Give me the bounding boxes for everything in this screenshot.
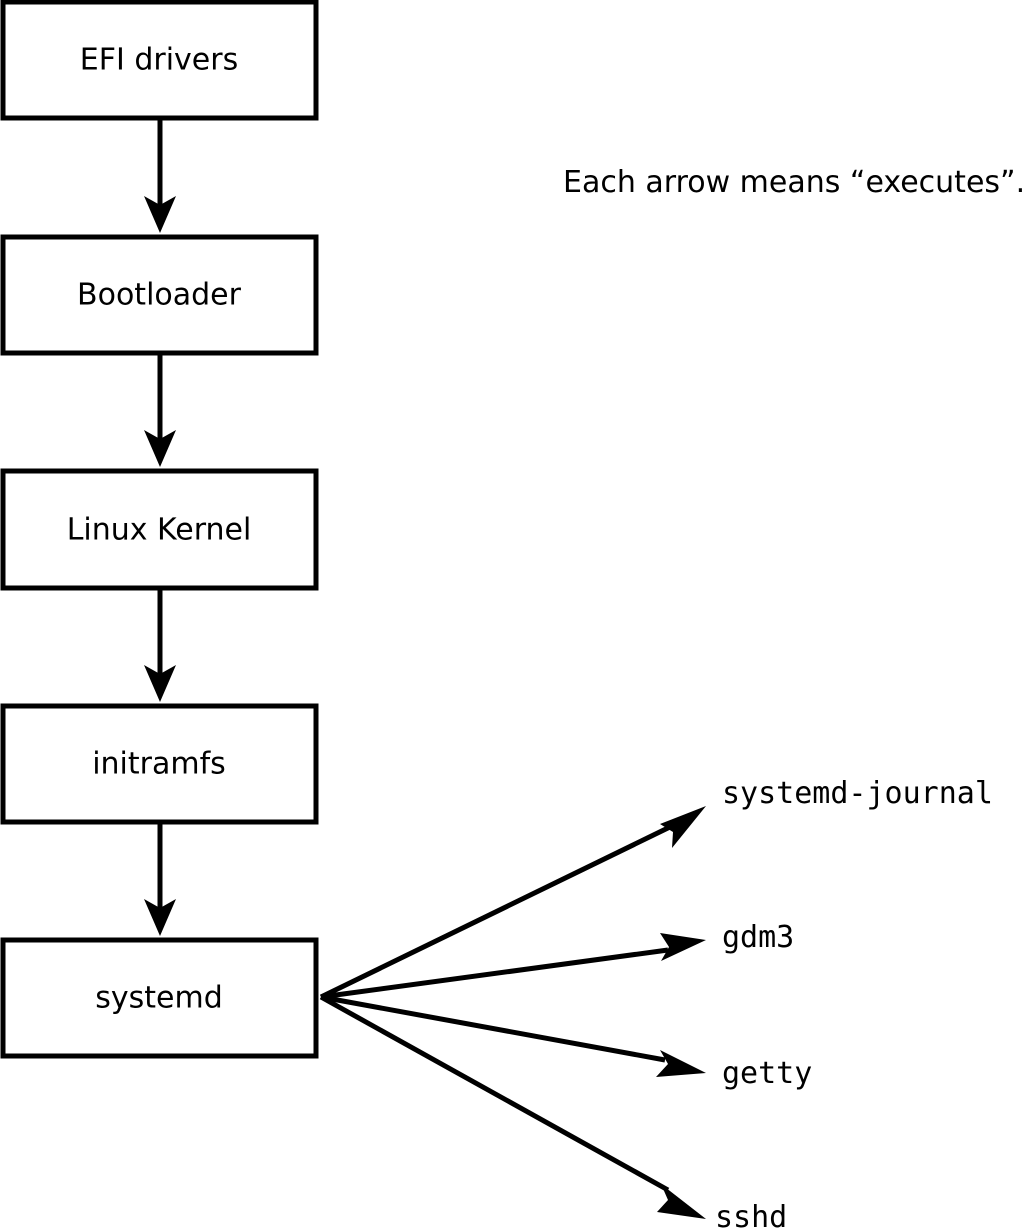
node-initramfs-label: initramfs — [92, 747, 226, 782]
node-efi-drivers[interactable]: EFI drivers — [0, 0, 319, 121]
legend-caption: Each arrow means “executes”. — [563, 165, 1023, 200]
node-bootloader[interactable]: Bootloader — [0, 234, 319, 356]
arrow-systemd-to-gdm3 — [320, 933, 706, 1000]
node-linux-kernel-label: Linux Kernel — [67, 513, 252, 548]
arrowhead-icon — [660, 933, 706, 961]
node-systemd-box — [0, 937, 319, 1059]
service-label-sshd[interactable]: sshd — [715, 1200, 787, 1230]
service-label-gdm3[interactable]: gdm3 — [722, 920, 794, 955]
service-label-getty[interactable]: getty — [722, 1056, 812, 1091]
node-efi-drivers-box — [0, 0, 319, 121]
service-label-systemd-journal[interactable]: systemd-journal — [722, 776, 993, 811]
node-systemd-label: systemd — [95, 981, 223, 1016]
arrowhead-icon — [656, 1050, 706, 1077]
arrow-systemd-to-getty — [320, 994, 706, 1077]
arrow-efi-drivers-to-bootloader — [144, 118, 176, 233]
node-bootloader-label: Bootloader — [77, 278, 242, 313]
arrowhead-icon — [144, 899, 176, 936]
arrowhead-icon — [144, 665, 176, 702]
node-efi-drivers-label: EFI drivers — [80, 43, 238, 78]
arrow-bootloader-to-linux-kernel — [144, 353, 176, 467]
arrow-linux-kernel-to-initramfs — [144, 588, 176, 702]
arrowhead-icon — [660, 806, 706, 848]
arrowhead-icon — [657, 1184, 706, 1219]
node-linux-kernel[interactable]: Linux Kernel — [0, 468, 319, 591]
node-systemd[interactable]: systemd — [0, 937, 319, 1059]
node-initramfs-box — [0, 703, 319, 825]
arrow-systemd-to-sshd — [319, 994, 706, 1219]
arrow-initramfs-to-systemd — [144, 822, 176, 936]
arrowhead-icon — [144, 196, 176, 233]
node-initramfs[interactable]: initramfs — [0, 703, 319, 825]
arrow-systemd-to-systemd-journal — [319, 806, 706, 1000]
node-bootloader-box — [0, 234, 319, 356]
arrowhead-icon — [144, 430, 176, 467]
